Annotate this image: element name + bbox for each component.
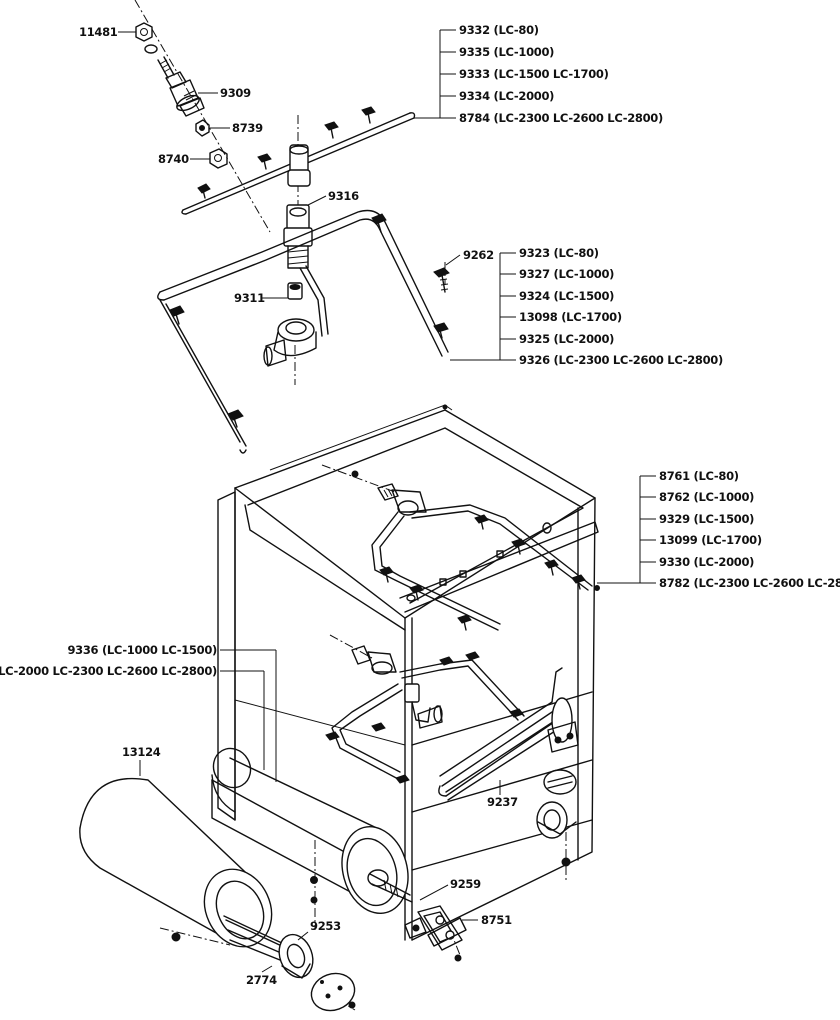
- top-fittings: [135, 22, 228, 169]
- pump-brackets: [404, 905, 467, 962]
- label-top-manifold-3: 13099 (LC-1700): [659, 533, 762, 547]
- leader-lines: [118, 29, 656, 973]
- label-upper-arm-2: 9333 (LC-1500 LC-1700): [459, 67, 609, 81]
- label-9309: 9309: [220, 86, 251, 100]
- label-9253: 9253: [310, 919, 341, 933]
- label-9259: 9259: [450, 877, 481, 891]
- label-9237: 9237: [487, 795, 518, 809]
- label-upper-arm-1: 9335 (LC-1000): [459, 45, 554, 59]
- label-9316: 9316: [328, 189, 359, 203]
- label-top-manifold-0: 8761 (LC-80): [659, 469, 739, 483]
- label-upper-arm-0: 9332 (LC-80): [459, 23, 539, 37]
- label-upper-arm-3: 9334 (LC-2000): [459, 89, 554, 103]
- label-13124: 13124: [122, 745, 161, 759]
- tank-cylinder: [79, 777, 291, 965]
- wash-tank: [211, 747, 413, 915]
- label-top-manifold-2: 9329 (LC-1500): [659, 512, 754, 526]
- label-9311: 9311: [234, 291, 265, 305]
- label-top-manifold-4: 9330 (LC-2000): [659, 555, 754, 569]
- label-tank-1: 9337 (LC-2000 LC-2300 LC-2600 LC-2800): [0, 664, 217, 678]
- label-top-manifold-5: 8782 (LC-2300 LC-2600 LC-2800): [659, 576, 840, 590]
- label-2774: 2774: [246, 973, 277, 987]
- label-11481: 11481: [79, 25, 118, 39]
- label-upper-arm-4: 8784 (LC-2300 LC-2600 LC-2800): [459, 111, 663, 125]
- label-8740: 8740: [158, 152, 189, 166]
- label-tank-0: 9336 (LC-1000 LC-1500): [67, 643, 217, 657]
- heater-element: [438, 667, 579, 867]
- label-top-manifold-1: 8762 (LC-1000): [659, 490, 754, 504]
- label-lower-arm-4: 9325 (LC-2000): [519, 332, 614, 346]
- label-9262: 9262: [463, 248, 494, 262]
- label-lower-arm-5: 9326 (LC-2300 LC-2600 LC-2800): [519, 353, 723, 367]
- upper-spray-arm: [181, 106, 416, 215]
- element-assembly: [278, 876, 356, 1012]
- part-labels: 11481 9309 8739 8740 9316 9311 9262 9332…: [0, 23, 840, 987]
- lower-spray-arm: [157, 204, 450, 454]
- internal-lower-arm: [325, 645, 525, 784]
- top-manifold: [371, 483, 600, 631]
- label-lower-arm-1: 9327 (LC-1000): [519, 267, 614, 281]
- label-8751: 8751: [481, 913, 512, 927]
- machine-housing: [217, 404, 599, 941]
- label-8739: 8739: [232, 121, 263, 135]
- label-lower-arm-2: 9324 (LC-1500): [519, 289, 614, 303]
- label-lower-arm-0: 9323 (LC-80): [519, 246, 599, 260]
- label-lower-arm-3: 13098 (LC-1700): [519, 310, 622, 324]
